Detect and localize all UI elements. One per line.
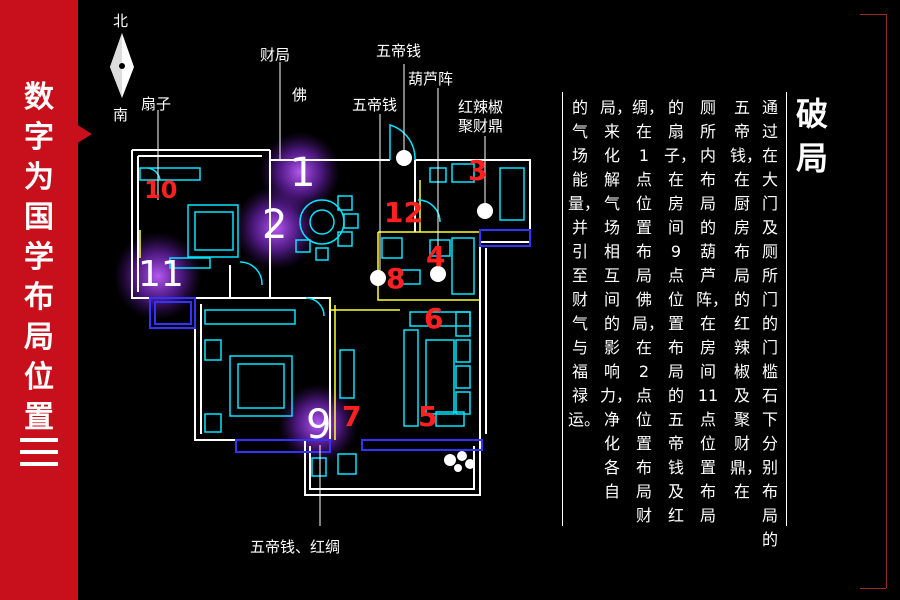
sidebar-title-char: 置: [24, 400, 54, 435]
position-number: 6: [424, 302, 444, 335]
sidebar-title: 数 字 为 国 学 布 局 位 置: [0, 78, 78, 438]
position-number: 11: [138, 254, 184, 295]
compass-north-label: 北: [113, 12, 129, 30]
label-red-pepper: 红辣椒: [458, 98, 504, 116]
glow-marker: [234, 186, 318, 270]
column-divider: [786, 92, 787, 526]
sidebar-title-char: 局: [24, 320, 54, 355]
plant-icon: [444, 451, 475, 472]
leader-lines: [157, 62, 486, 526]
panel-text-column: 绸，在1点位置布局佛局，在2点位置布局财: [632, 98, 665, 525]
position-number: 1: [290, 150, 316, 196]
glow-marker: [278, 384, 358, 464]
panel-text-column: 局，来化解气场相互间的影响力，净化各自: [600, 98, 633, 501]
position-number: 4: [426, 240, 446, 273]
sidebar-title-char: 数: [24, 80, 54, 115]
panel-text-column: 的气场能量，并引至财气与福禄运。: [568, 98, 601, 429]
sidebar-title-char: 学: [24, 240, 54, 275]
label-gourd-array: 葫芦阵: [408, 70, 454, 88]
frame-corner-top: [860, 14, 886, 15]
column-divider: [562, 92, 563, 526]
zone-lines: [139, 180, 480, 440]
sidebar-title-char: 字: [24, 120, 54, 155]
panel-title-char: 局: [795, 139, 828, 177]
panel-title-char: 破: [795, 95, 828, 133]
furniture: [139, 163, 525, 477]
label-five-emperor-coins-mid: 五帝钱: [352, 96, 398, 114]
panel-text-column: 厕所内布局的葫芦阵，在房间11点位置布局: [696, 98, 729, 525]
frame-corner-bottom: [860, 588, 886, 589]
position-number: 10: [144, 176, 178, 204]
compass-icon: [110, 33, 134, 98]
balcony: [149, 229, 531, 453]
frame-corner-right: [886, 14, 887, 588]
position-number: 8: [386, 262, 406, 295]
position-number: 12: [384, 196, 423, 229]
sidebar-title-char: 位: [24, 360, 54, 395]
position-number: 3: [468, 154, 488, 187]
position-number: 5: [418, 400, 438, 433]
label-wealth-cauldron: 聚财鼎: [458, 117, 504, 135]
sidebar-title-char: 为: [24, 160, 54, 195]
label-buddha: 佛: [292, 86, 308, 104]
label-wealth-position: 财局: [260, 46, 291, 64]
position-number: 9: [306, 402, 332, 448]
panel-text-column: 五帝钱，在厨房布局的红辣椒及聚财鼎，在: [730, 98, 763, 501]
sidebar-title-char: 布: [24, 280, 54, 315]
position-number: 7: [342, 400, 362, 433]
panel-title: 破 局: [792, 92, 832, 180]
label-coins-red-silk: 五帝钱、红绸: [250, 538, 341, 556]
sidebar-title-char: 国: [24, 200, 54, 235]
label-five-emperor-coins-top: 五帝钱: [376, 42, 422, 60]
sidebar-pointer: [76, 124, 92, 144]
sidebar: [0, 0, 78, 600]
marker-dots: [370, 150, 493, 286]
compass-south-label: 南: [113, 106, 129, 124]
position-number: 2: [262, 202, 288, 248]
menu-icon[interactable]: [20, 438, 58, 474]
panel-text-column: 的扇子，在房间9点位置布局的五帝钱及红: [664, 98, 697, 525]
door-swings: [147, 123, 441, 317]
label-fan: 扇子: [141, 95, 172, 113]
panel-text-column: 通过在大门及厕所门的门槛石下分别布局的: [761, 98, 778, 549]
